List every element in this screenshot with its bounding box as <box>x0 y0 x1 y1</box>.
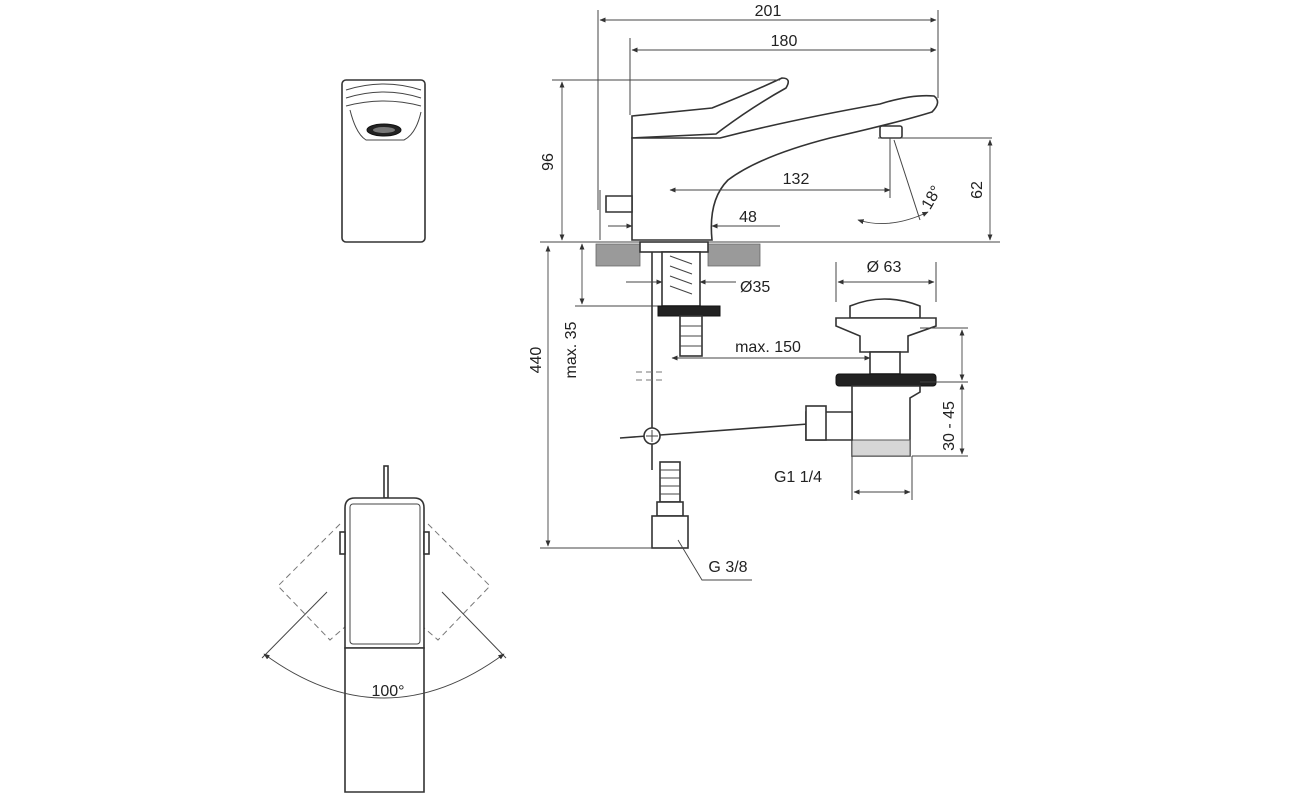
dimension-labels: 201 180 96 132 48 62 18° Ø35 Ø 63 max. 3… <box>371 3 986 700</box>
dim-waste-diameter: Ø 63 <box>867 259 902 276</box>
front-view <box>341 79 426 243</box>
dimension-lines <box>540 17 993 581</box>
dim-outlet-height: 62 <box>969 181 986 199</box>
dim-deck-thickness: max. 35 <box>563 321 580 378</box>
dim-hole-diameter: Ø35 <box>740 279 770 296</box>
dim-lever-rotation: 100° <box>371 683 404 700</box>
dim-supply-thread: G 3/8 <box>708 559 747 576</box>
dim-spout-reach: 132 <box>783 171 810 188</box>
top-view <box>261 465 507 793</box>
dim-spout-length: 180 <box>771 33 798 50</box>
dim-outlet-angle: 18° <box>919 183 946 212</box>
dim-height: 96 <box>540 153 557 171</box>
dim-total-length: 201 <box>755 3 782 20</box>
dim-waste-range: 30 - 45 <box>941 401 958 451</box>
dim-base-offset: 48 <box>739 209 757 226</box>
dim-waste-reach: max. 150 <box>735 339 801 356</box>
dim-waste-thread: G1 1/4 <box>774 469 822 486</box>
waste-assembly <box>805 262 968 500</box>
dim-hose-length: 440 <box>528 347 545 374</box>
